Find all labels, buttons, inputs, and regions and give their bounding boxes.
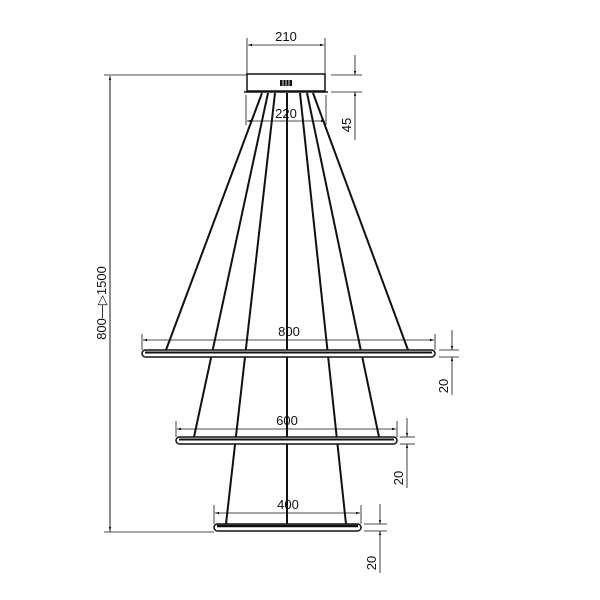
label-ring-medium-width: 600: [276, 413, 298, 428]
label-ring-small-width: 400: [277, 497, 299, 512]
label-ring-medium-thickness: 20: [391, 471, 406, 485]
label-cable-spread: 220: [275, 106, 297, 121]
dim-ring-small-width: [213, 505, 362, 524]
dim-overall-height: [104, 74, 247, 533]
canopy-connector-icon: [280, 80, 292, 86]
dim-ring-medium-width: [175, 421, 398, 437]
label-ring-large-thickness: 20: [436, 379, 451, 393]
dim-ring-medium-thickness: [400, 418, 415, 488]
label-overall-height: 800—▷1500: [94, 266, 109, 340]
dim-canopy-height: [331, 55, 362, 140]
dim-ring-small-thickness: [364, 504, 387, 573]
label-canopy-width: 210: [275, 29, 297, 44]
dim-cable-spread: [245, 95, 327, 125]
canopy: [244, 73, 328, 93]
suspension-cables: [165, 92, 409, 525]
label-ring-small-thickness: 20: [364, 556, 379, 570]
dim-canopy-width: [246, 38, 326, 74]
label-ring-large-width: 800: [278, 324, 300, 339]
ring-small: [213, 523, 362, 532]
dim-ring-large-width: [141, 334, 436, 350]
ring-large: [141, 349, 436, 358]
ring-medium: [175, 436, 398, 445]
dim-ring-large-thickness: [439, 330, 459, 395]
label-canopy-height: 45: [339, 118, 354, 132]
